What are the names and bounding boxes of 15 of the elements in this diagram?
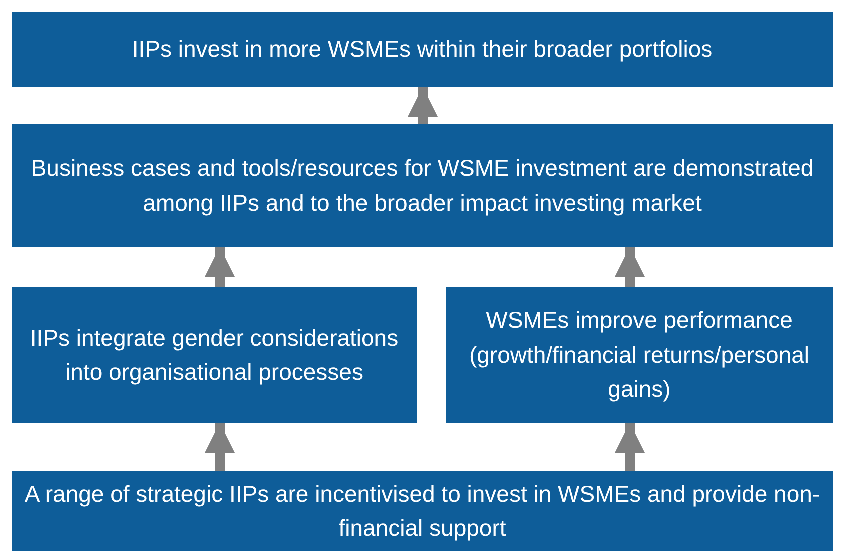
arrow (615, 423, 645, 471)
arrow (205, 247, 235, 287)
process-box (12, 12, 833, 87)
box-text: IIPs integrate gender considerations into organisational processes (29, 324, 400, 387)
arrow (408, 87, 438, 124)
arrow (205, 423, 235, 471)
process-box (446, 287, 833, 423)
box-text: WSMEs improve performance (growth/financial returns/personal gains) (468, 306, 811, 404)
process-box (12, 287, 417, 423)
box-text: Business cases and tools/resources for WSME investment are demonstrated among IIPs and to the broader impact investing market (30, 154, 815, 218)
process-box (12, 124, 833, 247)
box-text: A range of strategic IIPs are incentivised to invest in WSMEs and provide non-financial support (24, 480, 822, 543)
box-text: IIPs invest in more WSMEs within their broader portfolios (132, 35, 713, 64)
process-box (12, 471, 833, 551)
arrow (615, 247, 645, 287)
